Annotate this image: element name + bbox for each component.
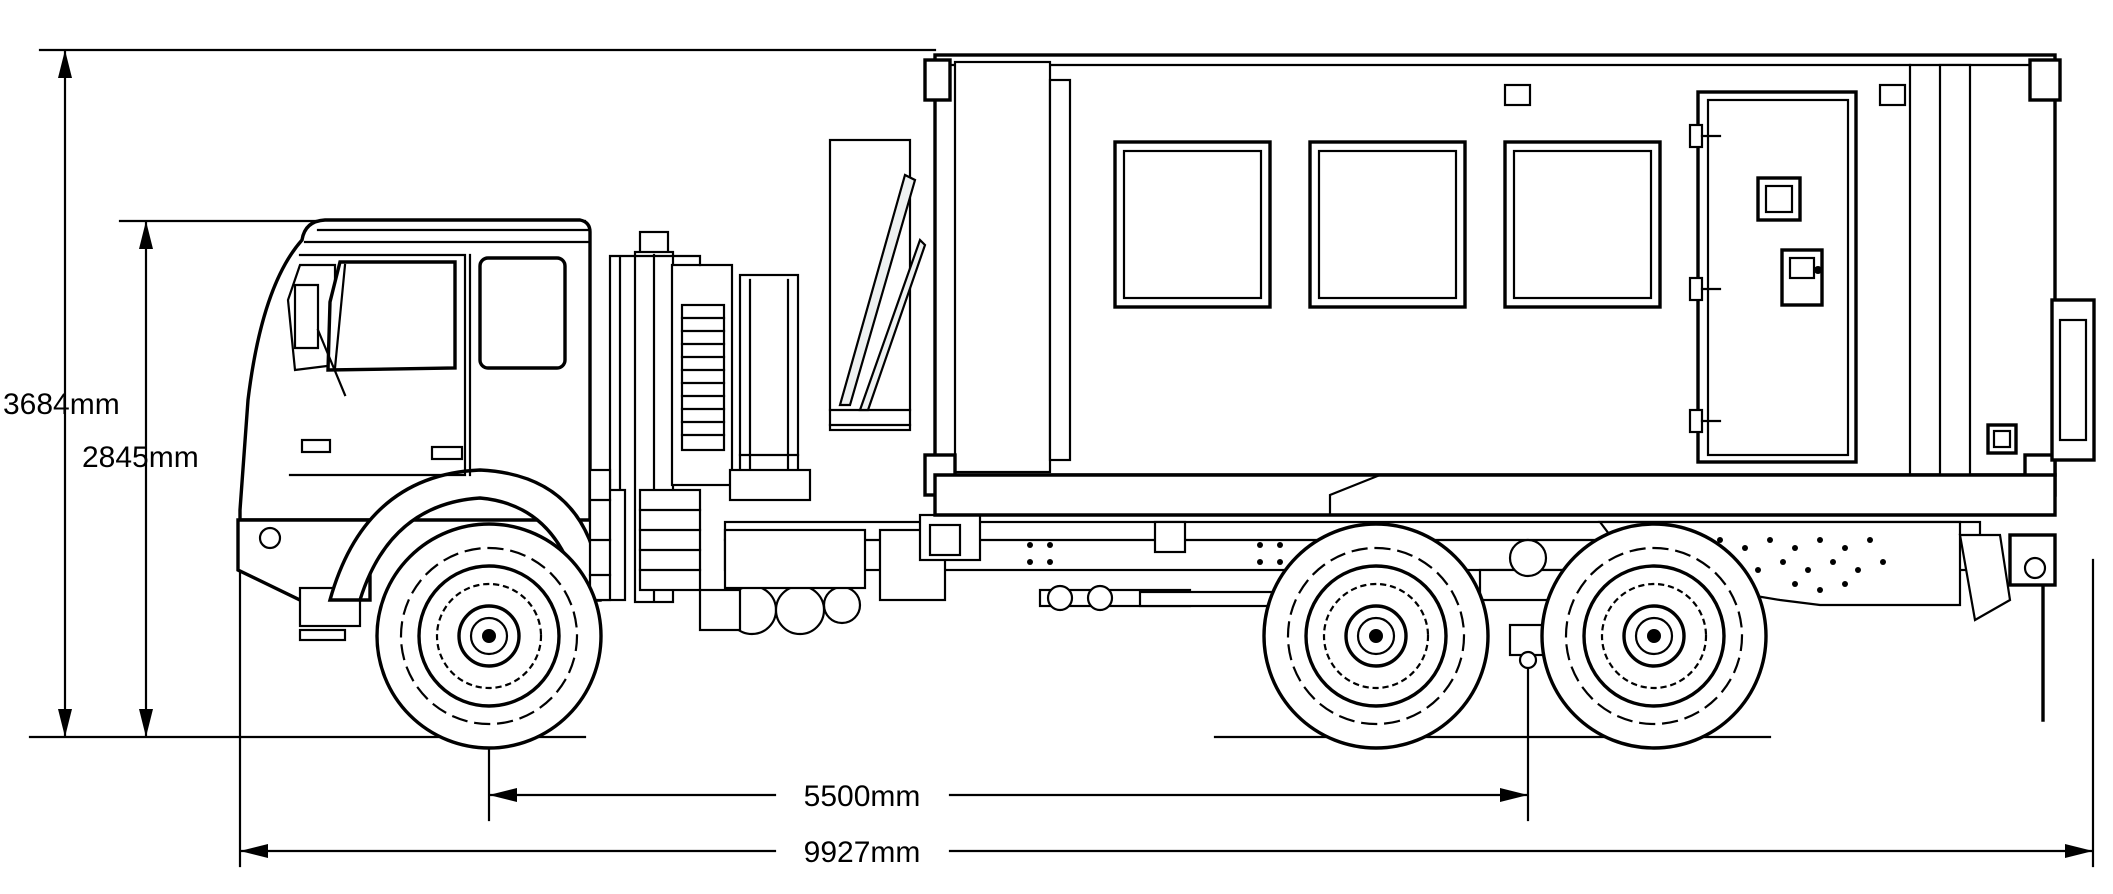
cargo-shelter (923, 53, 2096, 622)
cab-height-label: 2845mm (82, 441, 199, 474)
rear-wheel-1 (1262, 522, 1490, 750)
truck-cab (236, 218, 612, 642)
overall-height-label: 3684mm (3, 388, 120, 421)
equipment-area (598, 138, 982, 636)
rear-wheel-2 (1540, 522, 1768, 750)
overall-length-label: 9927mm (804, 836, 921, 869)
cargo-door (1688, 90, 1858, 464)
wheelbase-label: 5500mm (804, 780, 921, 813)
front-wheel (375, 522, 603, 750)
cargo-windows (1113, 140, 1662, 309)
